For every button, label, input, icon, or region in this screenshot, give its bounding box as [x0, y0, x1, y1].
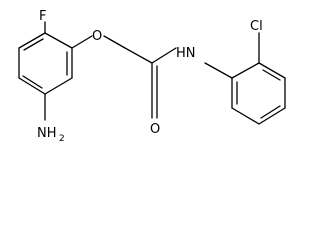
bond-carbonyl-nh: [151, 47, 177, 64]
bond-nh-ring: [204, 62, 233, 79]
left-benzene-ring: [18, 32, 73, 95]
bond: [258, 107, 286, 125]
double-bond-inner: [262, 69, 281, 81]
bond: [231, 62, 260, 79]
bond-o-ch2: [103, 35, 126, 49]
double-bond-inner: [22, 75, 43, 89]
bond: [258, 62, 286, 79]
molecule-drawing: F O O HN Cl NH 2: [18, 9, 286, 144]
amide-nh-label: HN: [176, 46, 196, 61]
right-benzene-ring: [231, 62, 286, 125]
carbonyl-oxygen-label: O: [150, 122, 160, 137]
fluorine-label: F: [39, 9, 46, 24]
bond-ch2-carbonyl: [124, 47, 153, 64]
bond: [44, 32, 73, 49]
bond: [231, 107, 260, 125]
bond: [18, 77, 46, 95]
bond-ring-ether-o: [71, 35, 93, 49]
chlorine-label: Cl: [250, 19, 263, 34]
amine-label: NH: [37, 126, 57, 141]
double-bond-inner: [260, 105, 281, 119]
bond: [18, 32, 46, 49]
structure-diagram: F O O HN Cl NH 2: [18, 9, 286, 144]
bond: [44, 77, 73, 95]
double-bond-inner: [23, 38, 44, 51]
amine-subscript: 2: [59, 134, 65, 144]
ether-oxygen-label: O: [92, 29, 102, 44]
